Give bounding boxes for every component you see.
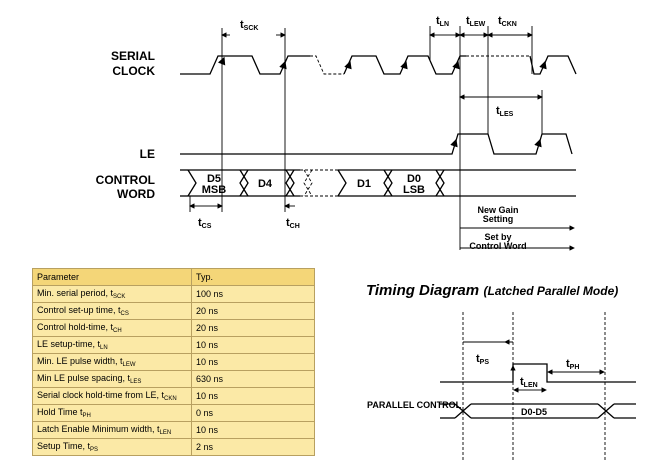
row-parameter: Serial clock hold-time from LE, tCKN [32,387,192,405]
table-header: Parameter Typ. [32,268,315,286]
t-lew-label: tLEW [466,15,486,28]
t-sck-label: tSCK [240,19,258,32]
parameter-subscript: LN [100,345,108,351]
header-parameter: Parameter [32,268,192,286]
parallel-control-label: PARALLEL CONTROL [367,400,462,410]
row-value: 2 ns [191,438,315,456]
cell-lsb: LSB [403,184,425,196]
t-ps-label: tPS [476,353,489,366]
parameter-name: Hold Time t [37,407,83,417]
parameter-subscript: LES [130,379,142,385]
t-len-label: tLEN [520,376,538,389]
parameter-name: Control hold-time, t [37,322,114,332]
parameter-name: Min LE pulse spacing, t [37,373,131,383]
row-value: 0 ns [191,404,315,422]
row-parameter: Min. LE pulse width, tLEW [32,353,192,371]
row-value: 10 ns [191,353,315,371]
serial-clock-waveform [180,55,577,75]
set-by-label-2: Control Word [469,241,526,251]
row-parameter: Latch Enable Minimum width, tLEN [32,421,192,439]
serial-clock-label: SERIAL [111,49,155,63]
new-gain-label-2: Setting [483,214,514,224]
row-value: 630 ns [191,370,315,388]
reference-lines [189,26,543,250]
row-parameter: Min LE pulse spacing, tLES [32,370,192,388]
cell-d0: D0 [407,173,421,185]
control-word-waveform [180,169,576,197]
row-value: 20 ns [191,302,315,320]
le-label: LE [140,147,155,161]
row-parameter: Setup Time, tPS [32,438,192,456]
dimension-arrows [189,32,575,251]
header-typ: Typ. [191,268,315,286]
row-value: 10 ns [191,336,315,354]
control-word-label-2: WORD [117,187,155,201]
parameter-name: Min. LE pulse width, t [37,356,123,366]
new-gain-label: New Gain [477,205,518,215]
parameter-name: Latch Enable Minimum width, t [37,424,160,434]
le-waveform [180,133,573,155]
parameter-subscript: PS [90,447,99,453]
t-les-label: tLES [496,105,514,118]
row-parameter: Control hold-time, tCH [32,319,192,337]
t-ckn-label: tCKN [498,15,517,28]
row-parameter: Hold Time tPH [32,404,192,422]
row-value: 10 ns [191,421,315,439]
parameter-name: Setup Time, t [37,441,91,451]
row-parameter: LE setup-time, tLN [32,336,192,354]
parameter-subscript: CS [120,311,129,317]
t-cs-label: tCS [198,217,212,230]
cell-d4: D4 [258,178,273,190]
t-ch-label: tCH [286,217,300,230]
set-by-label: Set by [484,232,511,242]
parallel-title: Timing Diagram [366,282,480,299]
parameter-subscript: PH [82,413,91,419]
row-value: 100 ns [191,285,315,303]
control-word-label: CONTROL [96,173,155,187]
parameter-subscript: LEW [122,362,136,368]
row-parameter: Min. serial period, tSCK [32,285,192,303]
parameter-subscript: CH [113,328,122,334]
t-ln-label: tLN [436,15,449,28]
parameter-subscript: LEN [159,430,172,436]
row-parameter: Control set-up time, tCS [32,302,192,320]
parameter-name: Control set-up time, t [37,305,121,315]
serial-clock-label-2: CLOCK [112,64,155,78]
cell-d5: D5 [207,173,221,185]
parameter-subscript: CKN [164,396,177,402]
parameter-name: Serial clock hold-time from LE, t [37,390,165,400]
parallel-diagram-title: Timing Diagram (Latched Parallel Mode) [366,282,618,300]
cell-d1: D1 [357,178,371,190]
parallel-subtitle: (Latched Parallel Mode) [483,284,619,298]
parameter-name: Min. serial period, t [37,288,114,298]
row-value: 20 ns [191,319,315,337]
row-value: 10 ns [191,387,315,405]
parallel-timing-diagram [440,312,636,462]
parameter-subscript: SCK [113,294,126,300]
cell-msb: MSB [202,184,227,196]
parameter-name: LE setup-time, t [37,339,101,349]
bus-value-label: D0-D5 [521,407,547,417]
t-ph-label: tPH [566,358,579,371]
